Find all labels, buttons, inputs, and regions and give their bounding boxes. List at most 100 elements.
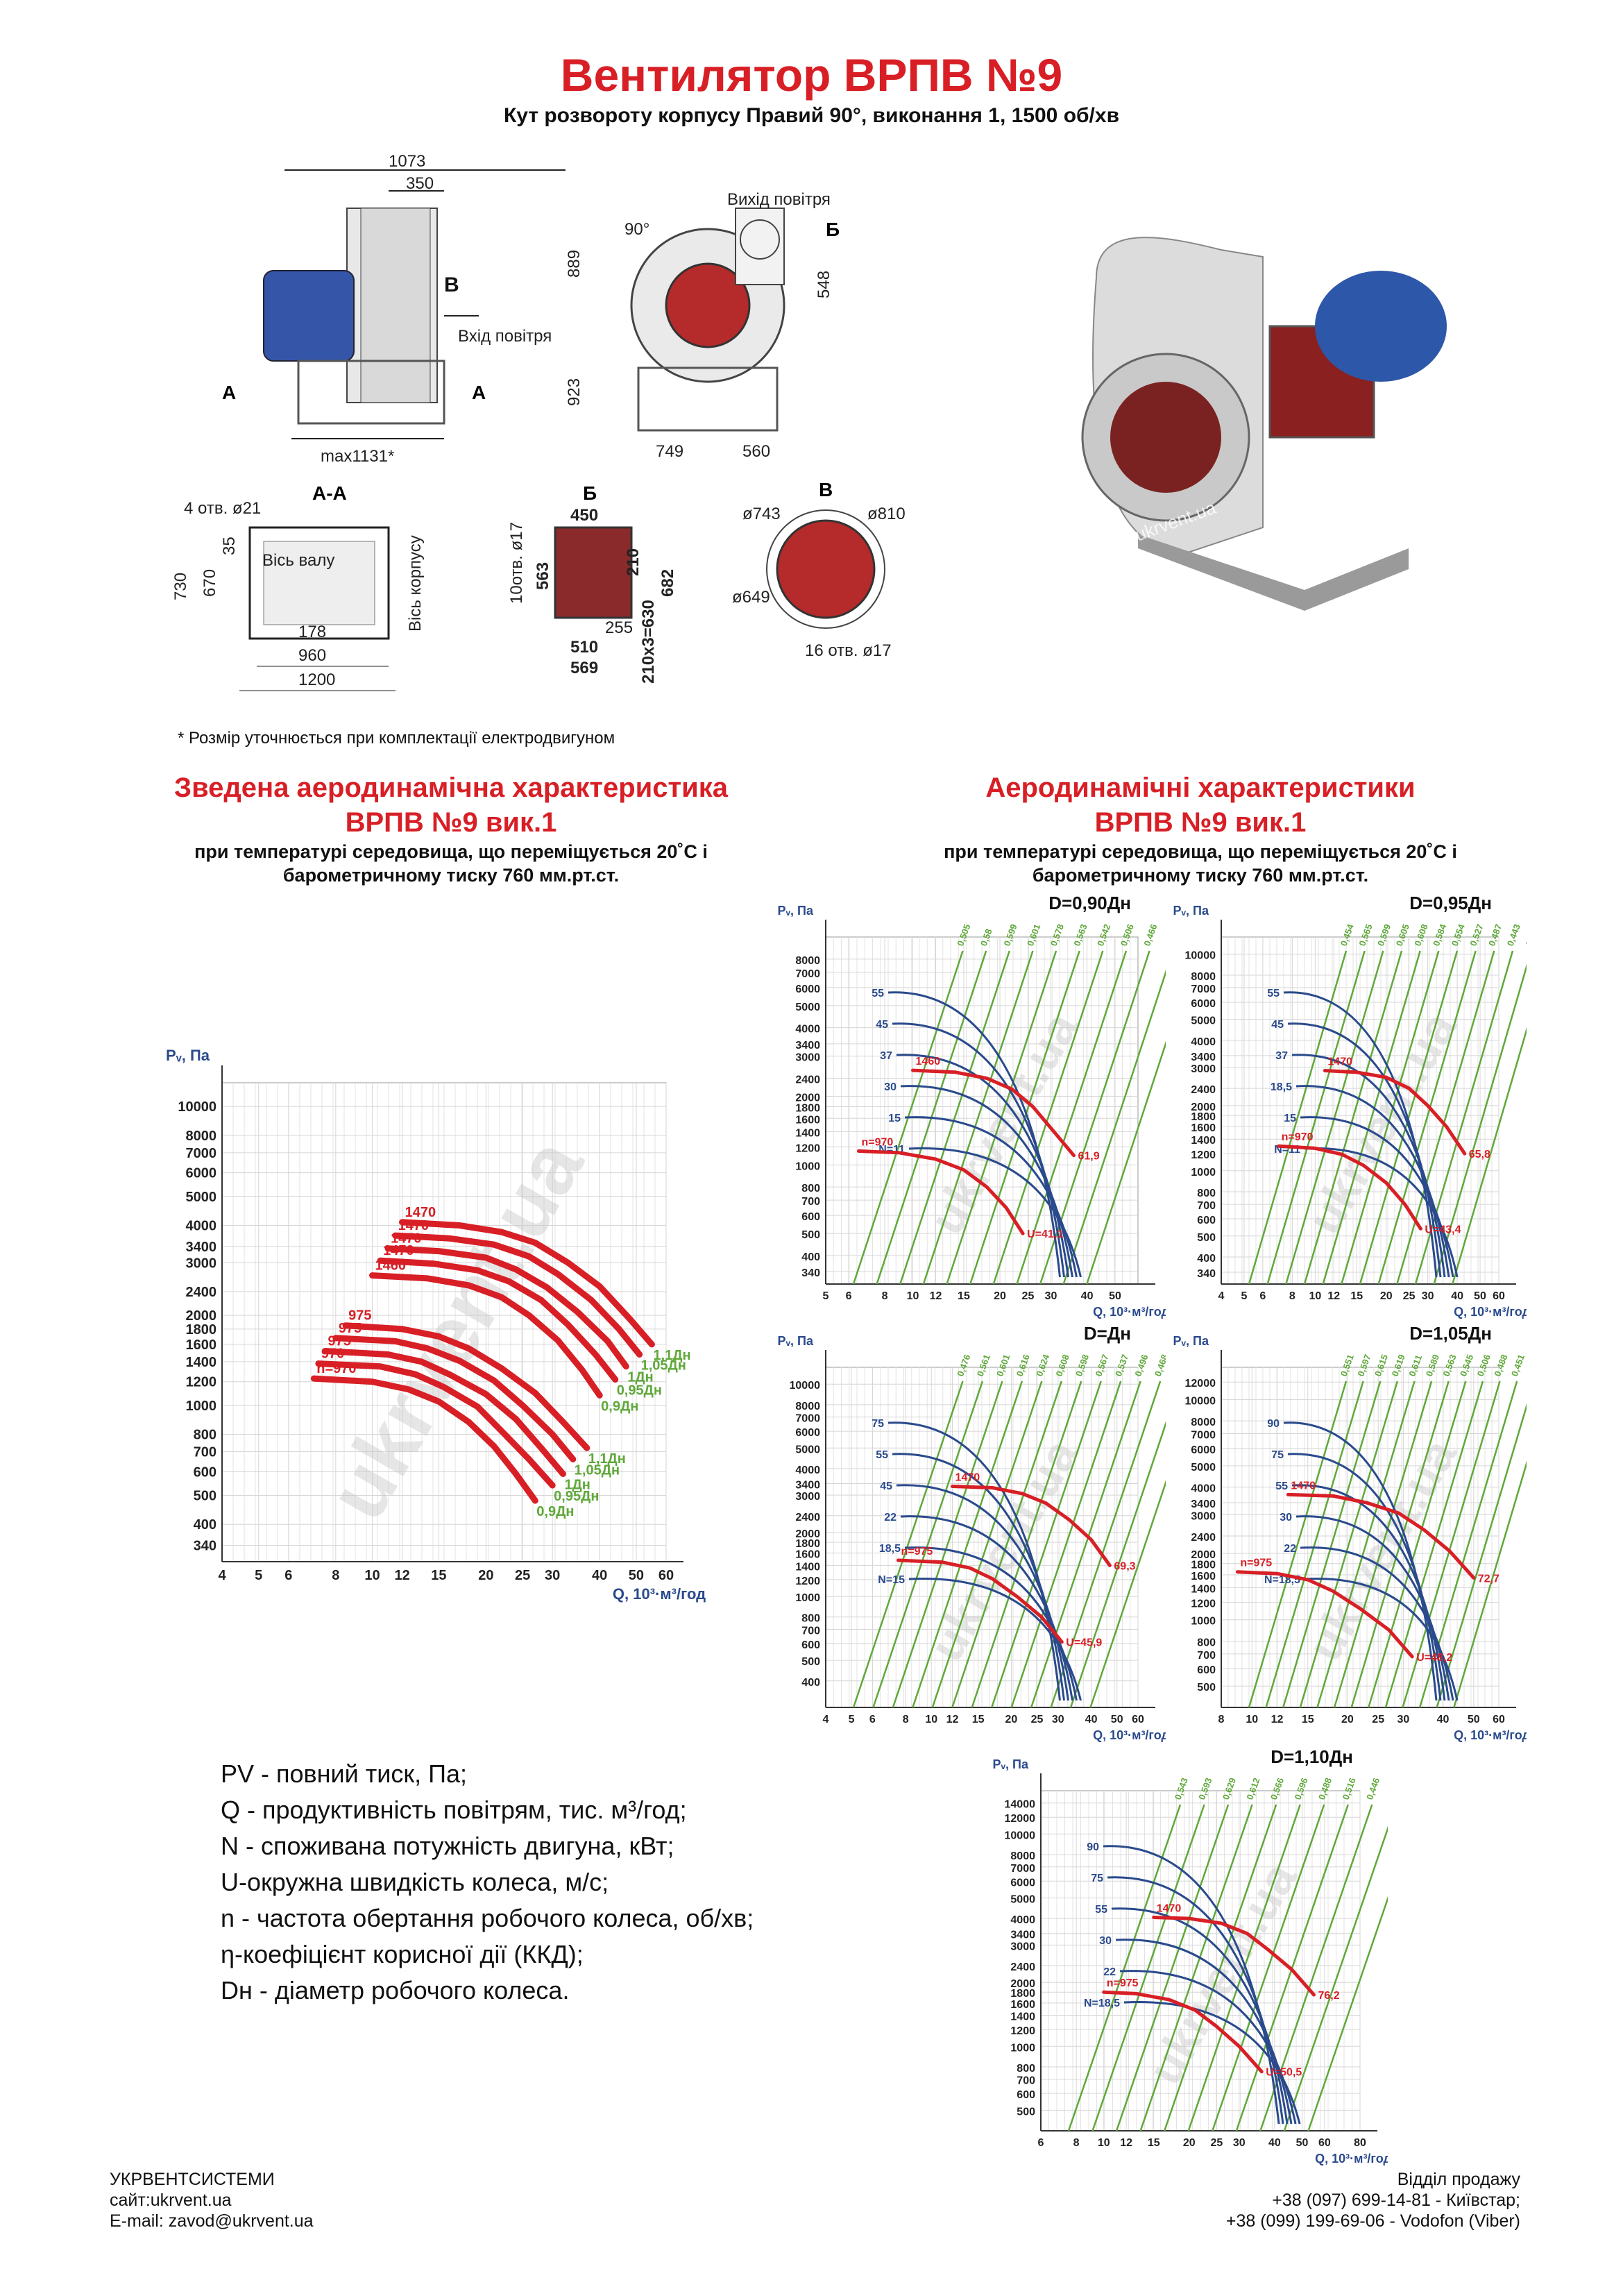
efficiency-line — [1086, 1040, 1166, 1285]
series-speed-label: 975 — [348, 1308, 371, 1324]
y-tick-label: 3000 — [1191, 1063, 1216, 1075]
y-tick-label: 600 — [194, 1464, 216, 1480]
y-tick-label: 2000 — [1191, 1549, 1216, 1561]
efficiency-label: 0,446 — [1364, 1776, 1382, 1801]
y-tick-label: 10000 — [1185, 950, 1216, 962]
y-tick-label: 6000 — [795, 984, 820, 995]
chart-title: D=Дн — [1084, 1326, 1131, 1344]
series-size-label: 0,95Дн — [617, 1383, 662, 1399]
y-axis-label: Pᵥ, Па — [777, 904, 813, 918]
y-axis-label: Pᵥ, Па — [1173, 904, 1209, 918]
power-curve — [1295, 1515, 1450, 1701]
x-tick-label: 25 — [515, 1568, 530, 1583]
series-speed-label: 1460 — [916, 1056, 941, 1067]
power-label: 55 — [1267, 988, 1280, 999]
power-label: 55 — [876, 1449, 888, 1461]
x-tick-label: 30 — [1233, 2137, 1246, 2149]
footer-sales: Відділ продажу +38 (097) 699-14-81 - Киї… — [1226, 2169, 1520, 2231]
y-tick-label: 8000 — [795, 955, 820, 967]
chart-d105: 5006007008001000120014001600180020002400… — [1173, 1326, 1527, 1742]
phone-kyivstar[interactable]: +38 (097) 699-14-81 - Київстар; — [1272, 2191, 1520, 2210]
power-label: 18,5 — [879, 1543, 901, 1555]
efficiency-line — [1402, 1381, 1501, 1708]
chart-title: D=1,05Дн — [1409, 1326, 1492, 1344]
y-tick-label: 14000 — [1005, 1799, 1036, 1811]
efficiency-label: 0,403 — [1523, 922, 1527, 947]
x-tick-label: 30 — [1397, 1714, 1409, 1725]
y-tick-label: 1800 — [1191, 1111, 1216, 1123]
y-tick-label: 400 — [801, 1677, 820, 1689]
phone-vodafone[interactable]: +38 (099) 199-69-06 - Vodofon (Viber) — [1225, 2211, 1520, 2231]
x-tick-label: 40 — [1081, 1290, 1094, 1302]
chart-d100: 4005006007008001000120014001600180020002… — [777, 1326, 1166, 1742]
y-tick-label: 2000 — [795, 1528, 820, 1540]
velocity-high-label: 65,8 — [1469, 1149, 1490, 1160]
power-label: 18,5 — [1271, 1081, 1292, 1093]
svg-text:563: 563 — [534, 562, 552, 590]
y-tick-label: 8000 — [1191, 971, 1216, 983]
y-tick-label: 7000 — [1191, 984, 1216, 995]
series-size-label: 0,95Дн — [554, 1489, 599, 1504]
dim-max1131: max1131* — [321, 447, 394, 466]
efficiency-line — [992, 950, 1104, 1285]
series-size-label: 1,1Дн — [653, 1348, 690, 1363]
x-tick-label: 80 — [1354, 2137, 1366, 2149]
chart-d095: 3404005006007008001000120014001600180020… — [1173, 895, 1527, 1319]
y-tick-label: 5000 — [795, 1002, 820, 1013]
y-tick-label: 4000 — [186, 1218, 217, 1233]
x-tick-label: 15 — [1350, 1290, 1363, 1302]
power-curve — [1300, 1116, 1454, 1278]
x-tick-label: 8 — [332, 1568, 339, 1583]
email-link[interactable]: E-mail: zavod@ukrvent.ua — [110, 2211, 314, 2231]
efficiency-line — [951, 1381, 1062, 1708]
power-label: 90 — [1087, 1841, 1099, 1853]
power-label: 55 — [1095, 1904, 1107, 1916]
series-size-label: 1,05Дн — [641, 1358, 686, 1373]
series-size-label: 1Дн — [627, 1370, 653, 1385]
x-tick-label: 12 — [395, 1568, 410, 1583]
x-tick-label: 6 — [1038, 2137, 1044, 2149]
y-tick-label: 500 — [1017, 2106, 1035, 2118]
y-tick-label: 1200 — [795, 1576, 820, 1587]
x-tick-label: 5 — [849, 1714, 855, 1725]
svg-text:16 отв. ø17: 16 отв. ø17 — [805, 641, 892, 660]
series-line — [1235, 1570, 1414, 1659]
section-b-drawing: Б 450 10отв. ø17 563 210 682 255 510 569… — [507, 482, 677, 684]
series-line — [1102, 1990, 1264, 2074]
series-line — [369, 1272, 603, 1399]
efficiency-line — [872, 1381, 984, 1708]
x-tick-label: 20 — [478, 1568, 493, 1583]
x-tick-label: 10 — [925, 1714, 937, 1725]
series-size-label: 1Дн — [564, 1477, 590, 1492]
power-label: N=18,5 — [1084, 1998, 1120, 2009]
series-size-label: 1,05Дн — [575, 1463, 620, 1478]
y-tick-label: 7000 — [186, 1146, 217, 1161]
x-axis-label: Q, 10³·м³/год — [1454, 1728, 1527, 1742]
efficiency-label: 0,487 — [1486, 922, 1504, 947]
summary-section-header: Зведена аеродинамічна характеристика ВРП… — [174, 773, 728, 886]
series-line — [342, 1322, 590, 1451]
y-tick-label: 340 — [801, 1267, 820, 1279]
x-tick-label: 50 — [629, 1568, 644, 1583]
series-line — [322, 1348, 566, 1477]
y-tick-label: 1000 — [1010, 2042, 1035, 2054]
efficiency-line — [1453, 1460, 1527, 1708]
y-tick-label: 2400 — [1191, 1532, 1216, 1544]
svg-text:Вісь валу: Вісь валу — [262, 551, 334, 570]
legend-item: N - споживана потужність двигуна, кВт; — [221, 1832, 674, 1860]
site-link[interactable]: сайт:ukrvent.ua — [110, 2191, 232, 2210]
y-tick-label: 8000 — [1191, 1417, 1216, 1428]
y-tick-label: 2000 — [1191, 1101, 1216, 1113]
svg-text:682: 682 — [658, 569, 677, 597]
efficiency-line — [1265, 1381, 1364, 1708]
power-curve — [908, 1147, 1082, 1278]
y-tick-label: 1000 — [795, 1160, 820, 1172]
series-line — [377, 1257, 619, 1383]
x-tick-label: 10 — [364, 1568, 380, 1583]
y-tick-label: 600 — [1197, 1664, 1216, 1676]
legend-item: U-окружна швидкість колеса, м/с; — [221, 1868, 609, 1896]
page-title: Вентилятор ВРПВ №9 — [560, 49, 1063, 101]
y-tick-label: 700 — [1197, 1650, 1216, 1662]
efficiency-line — [1016, 950, 1128, 1285]
y-tick-label: 1800 — [1010, 1988, 1035, 2000]
